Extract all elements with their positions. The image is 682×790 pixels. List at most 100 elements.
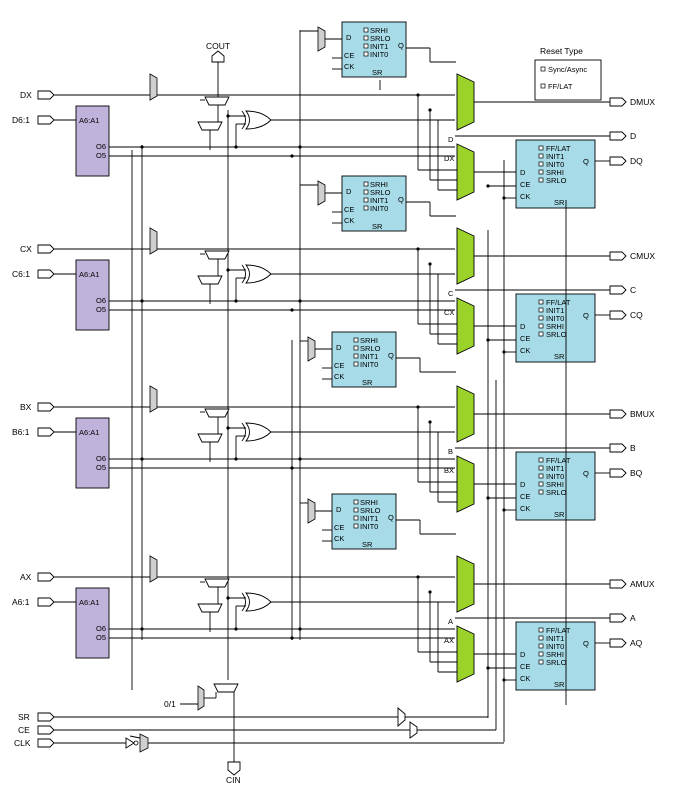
d-ff2-d: D [520,168,526,177]
c-output-mux-lower [456,297,475,355]
b-ff2-ck: CK [520,504,530,513]
c-ff2-ck: CK [520,346,530,355]
d-ff1-init-1: SRLO [370,34,391,43]
c-ff1-init-2: INIT1 [370,196,388,205]
clk-label: CLK [14,738,31,748]
b-mux-label-out: B [448,447,453,456]
d-ff2-init-3: SRHI [546,168,564,177]
a-mux-output [609,579,627,589]
b-lut-o6: O6 [96,454,106,463]
b-lut-input [37,427,55,437]
d-comb-output [609,131,627,141]
a-ff1-init-checkbox-3 [353,523,359,529]
d-ff1-dmux [317,26,326,52]
cout-arrow [211,50,225,63]
ce-input [37,725,55,735]
d-ff2-init-4: SRLO [546,176,567,185]
a-mux-output-label: AMUX [630,579,655,589]
a-ff1-q: Q [388,513,394,522]
carry-mux-bottom [213,683,239,693]
b-ff2-init-checkbox-2 [538,473,544,479]
c-ff2-init-2: INIT0 [546,314,564,323]
d-reg-output-label: DQ [630,156,643,166]
clk-input [37,738,55,748]
c-carry-mux [204,250,230,260]
c-ff2-init-checkbox-3 [538,323,544,329]
reset-type-option-fflat: FF/LAT [548,82,573,91]
c-ff-register [515,293,596,363]
bx-label: BX [20,402,32,412]
c-output-mux-upper [456,227,475,285]
ff-lat-checkbox[interactable] [540,83,546,89]
d-ff2-init-checkbox-2 [538,161,544,167]
c-ff-upper [341,175,407,232]
a-reg-output [609,638,627,648]
a-mux-label-x: AX [444,636,454,645]
cout-label: COUT [206,41,230,51]
b-lut-addr: A6:A1 [79,428,99,437]
b-reg-output [609,468,627,478]
c-ff1-init-1: SRLO [370,188,391,197]
d-ff1-init-checkbox-1 [363,35,369,41]
c-ff2-q: Q [583,311,589,320]
d-ff1-ce: CE [344,51,354,60]
d-lut-o6: O6 [96,142,106,151]
clk-inverter-bubble [133,740,139,746]
a-output-mux-lower [456,625,475,683]
b-ff2-init-checkbox-3 [538,481,544,487]
d-reg-output [609,156,627,166]
a-ff2-sr: SR [554,680,565,689]
c-ff1-init-checkbox-1 [363,189,369,195]
d-ff2-init-1: INIT1 [546,152,564,161]
b-ff-register [515,451,596,521]
d-mux-output-label: DMUX [630,97,655,107]
a-ff2-init-checkbox-0 [538,627,544,633]
b-lut-label: B6:1 [12,427,30,437]
d-lut-input [37,115,55,125]
d-ff1-init-3: INIT0 [370,50,388,59]
b-ff2-ce: CE [520,492,530,501]
dx-label: DX [20,90,32,100]
d-mux-label-out: D [448,135,454,144]
a-ff2-init-4: SRLO [546,658,567,667]
cout-port: COUT [206,41,230,100]
a-reg-output-label: AQ [630,638,643,648]
b-output-mux-upper [456,385,475,443]
a-ff1-init-1: SRLO [360,506,381,515]
d-ff1-init-checkbox-3 [363,51,369,57]
b-ff1-init-2: INIT1 [360,352,378,361]
d-lut-label: D6:1 [12,115,30,125]
b-xor-gate [245,422,272,442]
d-ff1-d: D [346,33,352,42]
d-ff2-init-checkbox-0 [538,145,544,151]
a-ff2-init-checkbox-4 [538,659,544,665]
a-ff1-init-checkbox-2 [353,515,359,521]
d-mux-output [609,97,627,107]
b-ff1-init-0: SRHI [360,336,378,345]
c-lut-input [37,269,55,279]
a-ff1-init-checkbox-1 [353,507,359,513]
d-lut [75,105,110,177]
d-ff1-ck: CK [344,62,354,71]
reset-type-title: Reset Type [540,46,583,56]
b-ff1-ce: CE [334,361,344,370]
b-carry-and [197,433,223,443]
sync-async-checkbox[interactable] [540,66,546,72]
b-reg-output-label: BQ [630,468,643,478]
d-ff2-ce: CE [520,180,530,189]
a-carry-mux [204,578,230,588]
a-ff1-init-checkbox-0 [353,499,359,505]
b-ff1-init-checkbox-3 [353,361,359,367]
b-ff1-init-3: INIT0 [360,360,378,369]
a-ff2-ce: CE [520,662,530,671]
bottom-control: 0/1 CIN SR CE CLK [14,683,504,785]
a-ff2-init-checkbox-3 [538,651,544,657]
d-carry-and [197,121,223,131]
cin-arrow [227,761,241,776]
b-carry-select-mux [149,385,158,413]
d-ff1-init-checkbox-2 [363,43,369,49]
b-ff-upper [331,331,397,388]
a-ff2-init-checkbox-1 [538,635,544,641]
b-lut-o5: O5 [96,463,106,472]
